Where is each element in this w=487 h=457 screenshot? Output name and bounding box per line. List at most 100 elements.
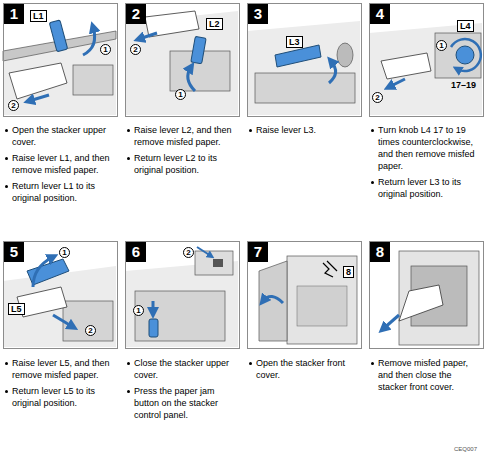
instruction-text: Open the stacker front cover. [256, 358, 345, 380]
front-cover-sketch-part [263, 296, 283, 303]
instruction-text: Raise lever L3. [256, 125, 316, 135]
instruction-item: Remove misfed paper, and then close the … [370, 357, 483, 393]
step-number: 2 [126, 4, 146, 24]
step-panel: 5 [3, 241, 118, 349]
stacker-upper-sketch-part [9, 63, 67, 99]
callout-number: 1 [100, 44, 111, 55]
instruction-item: Return lever L2 to its original position… [126, 152, 239, 176]
callout-number: 1 [175, 89, 186, 100]
stacker-lever-sketch [247, 21, 360, 115]
instruction-text: Turn knob L4 17 to 19 times counterclock… [378, 125, 475, 171]
remove-paper-sketch-part [383, 315, 399, 329]
control-panel-sketch [125, 247, 238, 347]
front-cover-sketch-part [323, 261, 337, 277]
stacker-lever-sketch-part [33, 257, 53, 287]
remove-paper-sketch-part [399, 251, 479, 345]
lever-label: L5 [8, 303, 25, 315]
control-panel-sketch-part [152, 301, 155, 313]
front-cover-sketch [259, 256, 357, 344]
remove-paper-sketch-part [399, 285, 443, 321]
turn-count: 17–19 [450, 80, 477, 90]
bullet-dot [371, 129, 374, 132]
stacker-lever-sketch [125, 11, 238, 115]
bullet-dot [5, 157, 8, 160]
stacker-lever-sketch-part [53, 315, 73, 327]
bullet-dot [249, 362, 252, 365]
instruction-text: Return lever L2 to its original position… [134, 153, 217, 175]
instruction-text: Return lever L5 to its original position… [12, 386, 95, 408]
front-cover-sketch-part [297, 286, 347, 326]
callout-number: 2 [85, 325, 96, 336]
instruction-item: Raise lever L3. [248, 124, 361, 136]
stacker-upper-sketch-part [83, 27, 95, 55]
lever-label: L4 [457, 20, 474, 32]
bullet-dot [5, 390, 8, 393]
lever-label: L2 [206, 18, 223, 30]
step-panel: 7 [247, 241, 362, 349]
stacker-lever-sketch-part [329, 61, 336, 83]
lever-label: L3 [286, 36, 303, 48]
step-panel: 6 [125, 241, 240, 349]
stacker-upper-sketch [3, 20, 116, 115]
instruction-text: Press the paper jam button on the stacke… [134, 386, 218, 420]
instruction-item: Raise lever L5, and then remove misfed p… [4, 357, 117, 381]
instruction-item: Close the stacker upper cover. [126, 357, 239, 381]
bullet-dot [5, 362, 8, 365]
stacker-lever-sketch-part [247, 21, 360, 115]
bullet-dot [127, 362, 130, 365]
stacker-lever-sketch-part [139, 33, 157, 39]
instruction-list: Turn knob L4 17 to 19 times counterclock… [370, 124, 483, 204]
step-panel: 1 [3, 3, 118, 117]
callout-number: 2 [372, 92, 383, 103]
instruction-list: Open the stacker upper cover.Raise lever… [4, 124, 117, 208]
stacker-knob-sketch [369, 23, 482, 115]
step-panel: 8 [369, 241, 484, 349]
instruction-item: Press the paper jam button on the stacke… [126, 385, 239, 421]
step-number: 7 [248, 242, 268, 262]
instruction-item: Return lever L3 to its original position… [370, 176, 483, 200]
bullet-dot [371, 181, 374, 184]
instruction-text: Open the stacker upper cover. [12, 125, 106, 147]
instruction-text: Remove misfed paper, and then close the … [378, 358, 468, 392]
stacker-lever-sketch-part [191, 36, 206, 64]
figure-code: CEQ007 [454, 446, 477, 453]
stacker-knob-sketch-part [381, 53, 431, 79]
instruction-list: Raise lever L3. [248, 124, 361, 140]
instruction-item: Raise lever L2, and then remove misfed p… [126, 124, 239, 148]
instruction-item: Return lever L5 to its original position… [4, 385, 117, 409]
stacker-lever-sketch-part [337, 43, 353, 67]
control-panel-sketch-part [149, 319, 158, 337]
stacker-upper-sketch-part [29, 95, 49, 101]
stacker-lever-sketch [3, 257, 116, 347]
instruction-list: Close the stacker upper cover. Press the … [126, 357, 239, 425]
instruction-text: Raise lever L5, and then remove misfed p… [12, 358, 110, 380]
instruction-text: Close the stacker upper cover. [134, 358, 229, 380]
front-cover-sketch-part [287, 256, 357, 344]
instruction-list: Remove misfed paper, and then close the … [370, 357, 483, 397]
step-number: 4 [370, 4, 390, 24]
jam-location: 8 [343, 266, 354, 278]
instruction-text: Raise lever L2, and then remove misfed p… [134, 125, 232, 147]
bullet-dot [371, 362, 374, 365]
instruction-item: Return lever L1 to its original position… [4, 180, 117, 204]
callout-number: 1 [133, 305, 144, 316]
bullet-dot [127, 390, 130, 393]
step-number: 6 [126, 242, 146, 262]
stacker-knob-sketch-part [451, 39, 481, 71]
control-panel-sketch-part [135, 291, 225, 341]
stacker-lever-sketch-part [125, 11, 238, 115]
stacker-upper-sketch-part [49, 20, 67, 52]
stacker-lever-sketch-part [255, 73, 355, 103]
callout-number: 1 [436, 40, 447, 51]
instruction-list: Raise lever L5, and then remove misfed p… [4, 357, 117, 413]
instruction-item: Turn knob L4 17 to 19 times counterclock… [370, 124, 483, 172]
stacker-upper-sketch-part [73, 65, 113, 95]
instruction-item: Open the stacker upper cover. [4, 124, 117, 148]
instruction-text: Return lever L3 to its original position… [378, 177, 461, 199]
step-number: 3 [248, 4, 268, 24]
callout-number: 2 [183, 247, 194, 258]
bullet-dot [249, 129, 252, 132]
bullet-dot [127, 129, 130, 132]
step-number: 8 [370, 242, 390, 262]
